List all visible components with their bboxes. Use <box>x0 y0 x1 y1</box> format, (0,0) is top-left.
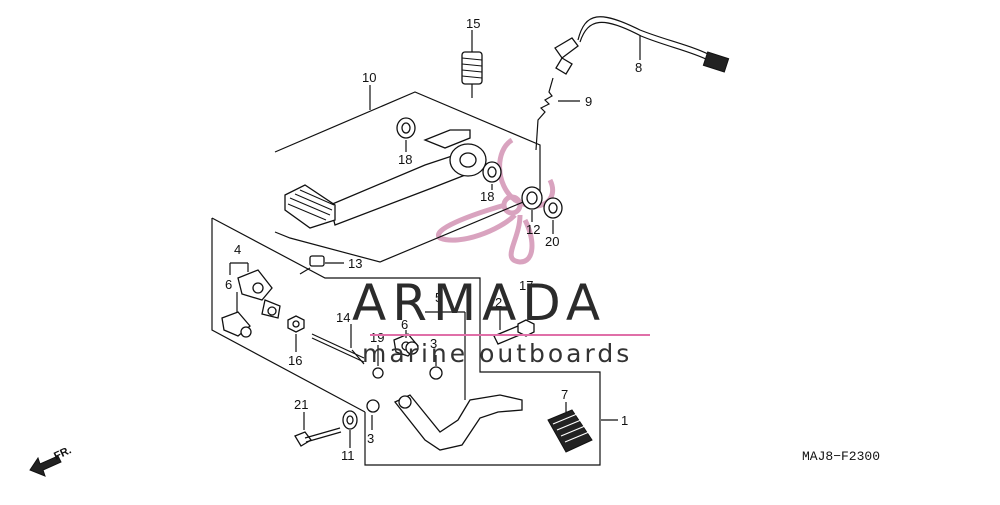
callout-14: 14 <box>336 310 350 325</box>
callout-5: 5 <box>435 290 442 305</box>
callout-1: 1 <box>621 413 628 428</box>
callout-11: 15 <box>466 16 480 31</box>
lever-group-outline-left <box>211 218 366 413</box>
callout-18-upper: 18 <box>398 152 412 167</box>
washer-18-upper <box>396 117 416 139</box>
armada-logo-icon <box>435 137 555 265</box>
callout-15: 16 <box>288 353 302 368</box>
callout-3-lower: 3 <box>367 431 374 446</box>
callout-9: 9 <box>585 94 592 109</box>
joint-4 <box>237 269 281 319</box>
callout-10: 10 <box>362 70 376 85</box>
spring-9 <box>535 77 554 151</box>
shift-lever-5 <box>393 394 523 451</box>
stop-switch-8 <box>554 16 730 75</box>
washer-17 <box>342 410 358 430</box>
nut-16 <box>517 319 535 337</box>
bolt-21 <box>294 427 342 447</box>
callout-17: 11 <box>341 448 355 463</box>
rod-14 <box>311 333 365 365</box>
brake-pedal <box>284 129 487 229</box>
callout-16: 17 <box>519 278 533 293</box>
spring-11 <box>461 38 483 98</box>
callout-20: 20 <box>545 234 559 249</box>
washer-18-lower <box>482 161 502 183</box>
seal-12 <box>521 186 543 210</box>
callout-labels: 15 10 8 9 18 18 12 20 13 4 6 16 14 19 6 … <box>225 16 642 463</box>
callout-8: 8 <box>635 60 642 75</box>
callout-18-lower: 18 <box>480 189 494 204</box>
washer-3-upper <box>429 366 443 380</box>
callout-3-upper: 3 <box>430 336 437 351</box>
callout-21: 21 <box>294 397 308 412</box>
callout-7: 7 <box>561 387 568 402</box>
callout-13: 13 <box>348 256 362 271</box>
washer-3-lower <box>366 399 380 413</box>
joint-6-left <box>221 311 252 338</box>
callout-4: 4 <box>234 242 241 257</box>
callout-6-left: 6 <box>225 277 232 292</box>
diagram-code: MAJ8−F2300 <box>802 449 880 464</box>
watermark-tagline: marine outboards <box>362 339 632 368</box>
front-label: FR. <box>52 444 73 462</box>
bolt-13 <box>299 255 325 275</box>
front-arrow-icon: FR. <box>29 444 73 477</box>
joint-6-right <box>405 341 419 355</box>
nut-15 <box>287 315 305 333</box>
watermark-brand: ARMADA <box>352 274 606 332</box>
callout-6-right: 6 <box>401 317 408 332</box>
callout-19: 19 <box>370 330 384 345</box>
callout-12: 12 <box>526 222 540 237</box>
leader-lines <box>229 30 641 448</box>
washer-20 <box>543 197 563 219</box>
callout-2: 2 <box>495 295 502 310</box>
pedal-rubber-7 <box>547 409 593 453</box>
lever-group-outline <box>211 217 601 466</box>
